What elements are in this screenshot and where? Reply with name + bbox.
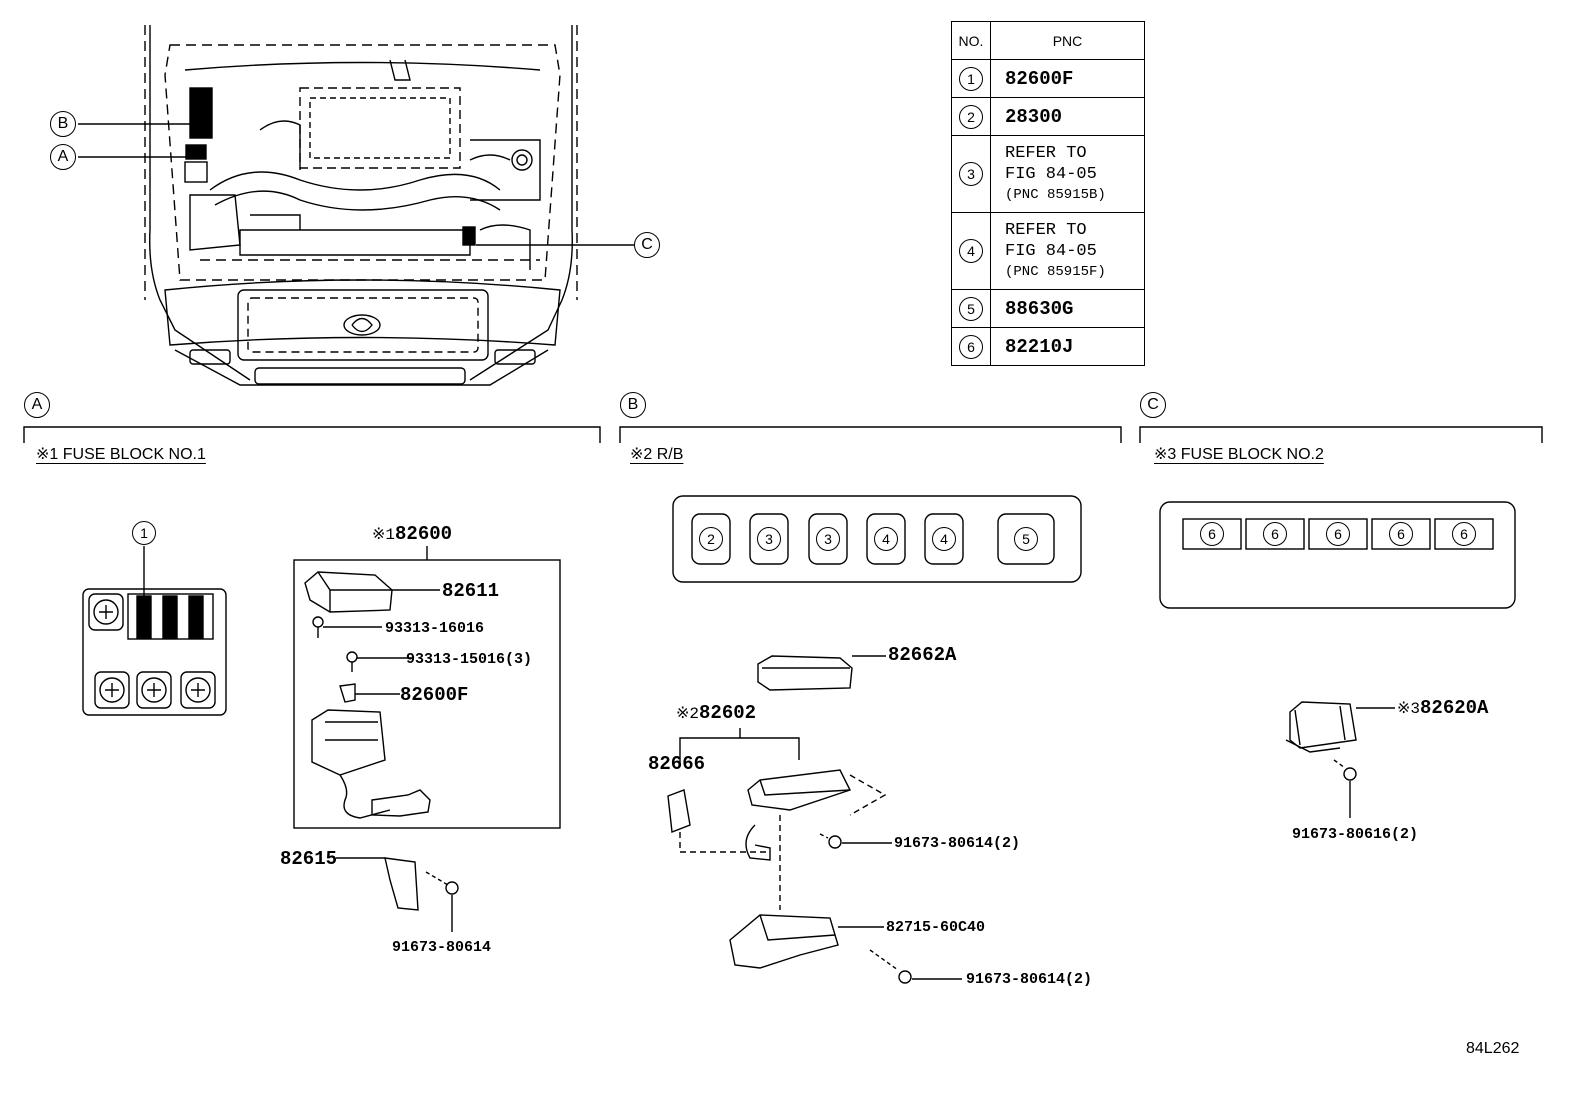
assembly-mark: ※1 bbox=[372, 526, 396, 544]
fuse-block-parts-a bbox=[304, 571, 459, 932]
part-label[interactable]: 91673-80614(2) bbox=[894, 835, 1021, 852]
relay-slot bbox=[866, 513, 906, 565]
fuse-slot-marker[interactable]: 6 bbox=[1452, 522, 1476, 546]
ref-line: (PNC 85915F) bbox=[1005, 263, 1106, 280]
pnc-table: NO. PNC 1 82600F 2 28300 3 REFER TO FIG … bbox=[951, 21, 1145, 366]
part-number: 82620A bbox=[1420, 697, 1489, 719]
engine-bay-illustration bbox=[144, 25, 578, 386]
section-c-title: ※3 FUSE BLOCK NO.2 bbox=[1154, 446, 1324, 463]
part-number: 82600 bbox=[395, 523, 453, 545]
fuse-slot-marker[interactable]: 6 bbox=[1326, 522, 1350, 546]
fuse-slot-marker[interactable]: 6 bbox=[1200, 522, 1224, 546]
assembly-mark: ※2 bbox=[676, 705, 700, 723]
row-number: 3 bbox=[959, 162, 983, 186]
part-label[interactable]: ※182600 bbox=[372, 524, 452, 545]
part-label[interactable]: 82611 bbox=[442, 580, 500, 602]
relay-slot-marker[interactable]: 3 bbox=[757, 527, 781, 551]
table-row-pnc[interactable]: 28300 bbox=[990, 97, 1145, 136]
table-row-pnc[interactable]: 82210J bbox=[990, 327, 1145, 366]
section-a-marker: A bbox=[24, 392, 50, 418]
section-b-marker: B bbox=[620, 392, 646, 418]
fuse-block-2-parts bbox=[1285, 701, 1395, 818]
part-label[interactable]: 82615 bbox=[280, 848, 338, 870]
relay-slot-marker[interactable]: 4 bbox=[874, 527, 898, 551]
fuse-slot-marker[interactable]: 6 bbox=[1263, 522, 1287, 546]
part-label[interactable]: 82666 bbox=[648, 753, 706, 775]
part-label[interactable]: 91673-80616(2) bbox=[1292, 826, 1419, 843]
ref-line: FIG 84-05 bbox=[1005, 241, 1097, 261]
fuse-ref-marker: 1 bbox=[132, 521, 156, 545]
relay-slot-marker[interactable]: 3 bbox=[816, 527, 840, 551]
part-label[interactable]: 91673-80614(2) bbox=[966, 971, 1093, 988]
screw-terminals bbox=[88, 593, 216, 709]
figure-id: 84L262 bbox=[1466, 1040, 1520, 1057]
relay-slot-marker[interactable]: 5 bbox=[1014, 527, 1038, 551]
relay-slot-marker[interactable]: 4 bbox=[932, 527, 956, 551]
table-row-reference[interactable]: REFER TO FIG 84-05 (PNC 85915F) bbox=[990, 212, 1145, 290]
ref-line: REFER TO bbox=[1005, 143, 1087, 163]
table-row-pnc[interactable]: 82600F bbox=[990, 59, 1145, 98]
row-number: 6 bbox=[959, 334, 983, 359]
fuse-slot bbox=[1308, 518, 1368, 550]
relay-slot-marker[interactable]: 2 bbox=[699, 527, 723, 551]
callout-b[interactable]: B bbox=[50, 111, 76, 137]
assembly-mark: ※3 bbox=[1397, 700, 1421, 718]
fuse-slot bbox=[1434, 518, 1494, 550]
part-label[interactable]: 93313-15016(3) bbox=[406, 651, 533, 668]
row-number: 2 bbox=[959, 104, 983, 129]
section-a-title: ※1 FUSE BLOCK NO.1 bbox=[36, 446, 206, 463]
row-number: 5 bbox=[959, 296, 983, 321]
relay-slot bbox=[997, 513, 1055, 565]
callout-a[interactable]: A bbox=[50, 144, 76, 170]
part-label[interactable]: 93313-16016 bbox=[385, 620, 485, 637]
fuse-slot bbox=[1245, 518, 1305, 550]
table-row-pnc[interactable]: 88630G bbox=[990, 289, 1145, 328]
part-label[interactable]: 82715-60C40 bbox=[886, 919, 986, 936]
relay-slot bbox=[924, 513, 964, 565]
fuse-slot-marker[interactable]: 6 bbox=[1389, 522, 1413, 546]
row-number: 4 bbox=[959, 239, 983, 263]
part-label[interactable]: ※382620A bbox=[1397, 698, 1488, 719]
relay-slot bbox=[749, 513, 789, 565]
relay-block-parts bbox=[667, 655, 962, 984]
part-number: 82602 bbox=[699, 702, 757, 724]
ref-line: (PNC 85915B) bbox=[1005, 186, 1106, 203]
ref-line: FIG 84-05 bbox=[1005, 164, 1097, 184]
section-b-title: ※2 R/B bbox=[630, 446, 684, 463]
row-number: 1 bbox=[959, 66, 983, 91]
table-row-reference[interactable]: REFER TO FIG 84-05 (PNC 85915B) bbox=[990, 135, 1145, 213]
section-c-marker: C bbox=[1140, 392, 1166, 418]
fuse-slot bbox=[1182, 518, 1242, 550]
relay-slot bbox=[691, 513, 731, 565]
part-label[interactable]: 91673-80614 bbox=[392, 939, 492, 956]
callout-c[interactable]: C bbox=[634, 232, 660, 258]
table-header-no: NO. bbox=[951, 21, 991, 60]
ref-line: REFER TO bbox=[1005, 220, 1087, 240]
part-label[interactable]: ※282602 bbox=[676, 703, 756, 724]
fuse-slot bbox=[1371, 518, 1431, 550]
part-label[interactable]: 82662A bbox=[888, 644, 957, 666]
part-label[interactable]: 82600F bbox=[400, 684, 469, 706]
relay-slot bbox=[808, 513, 848, 565]
table-header-pnc: PNC bbox=[990, 21, 1145, 60]
